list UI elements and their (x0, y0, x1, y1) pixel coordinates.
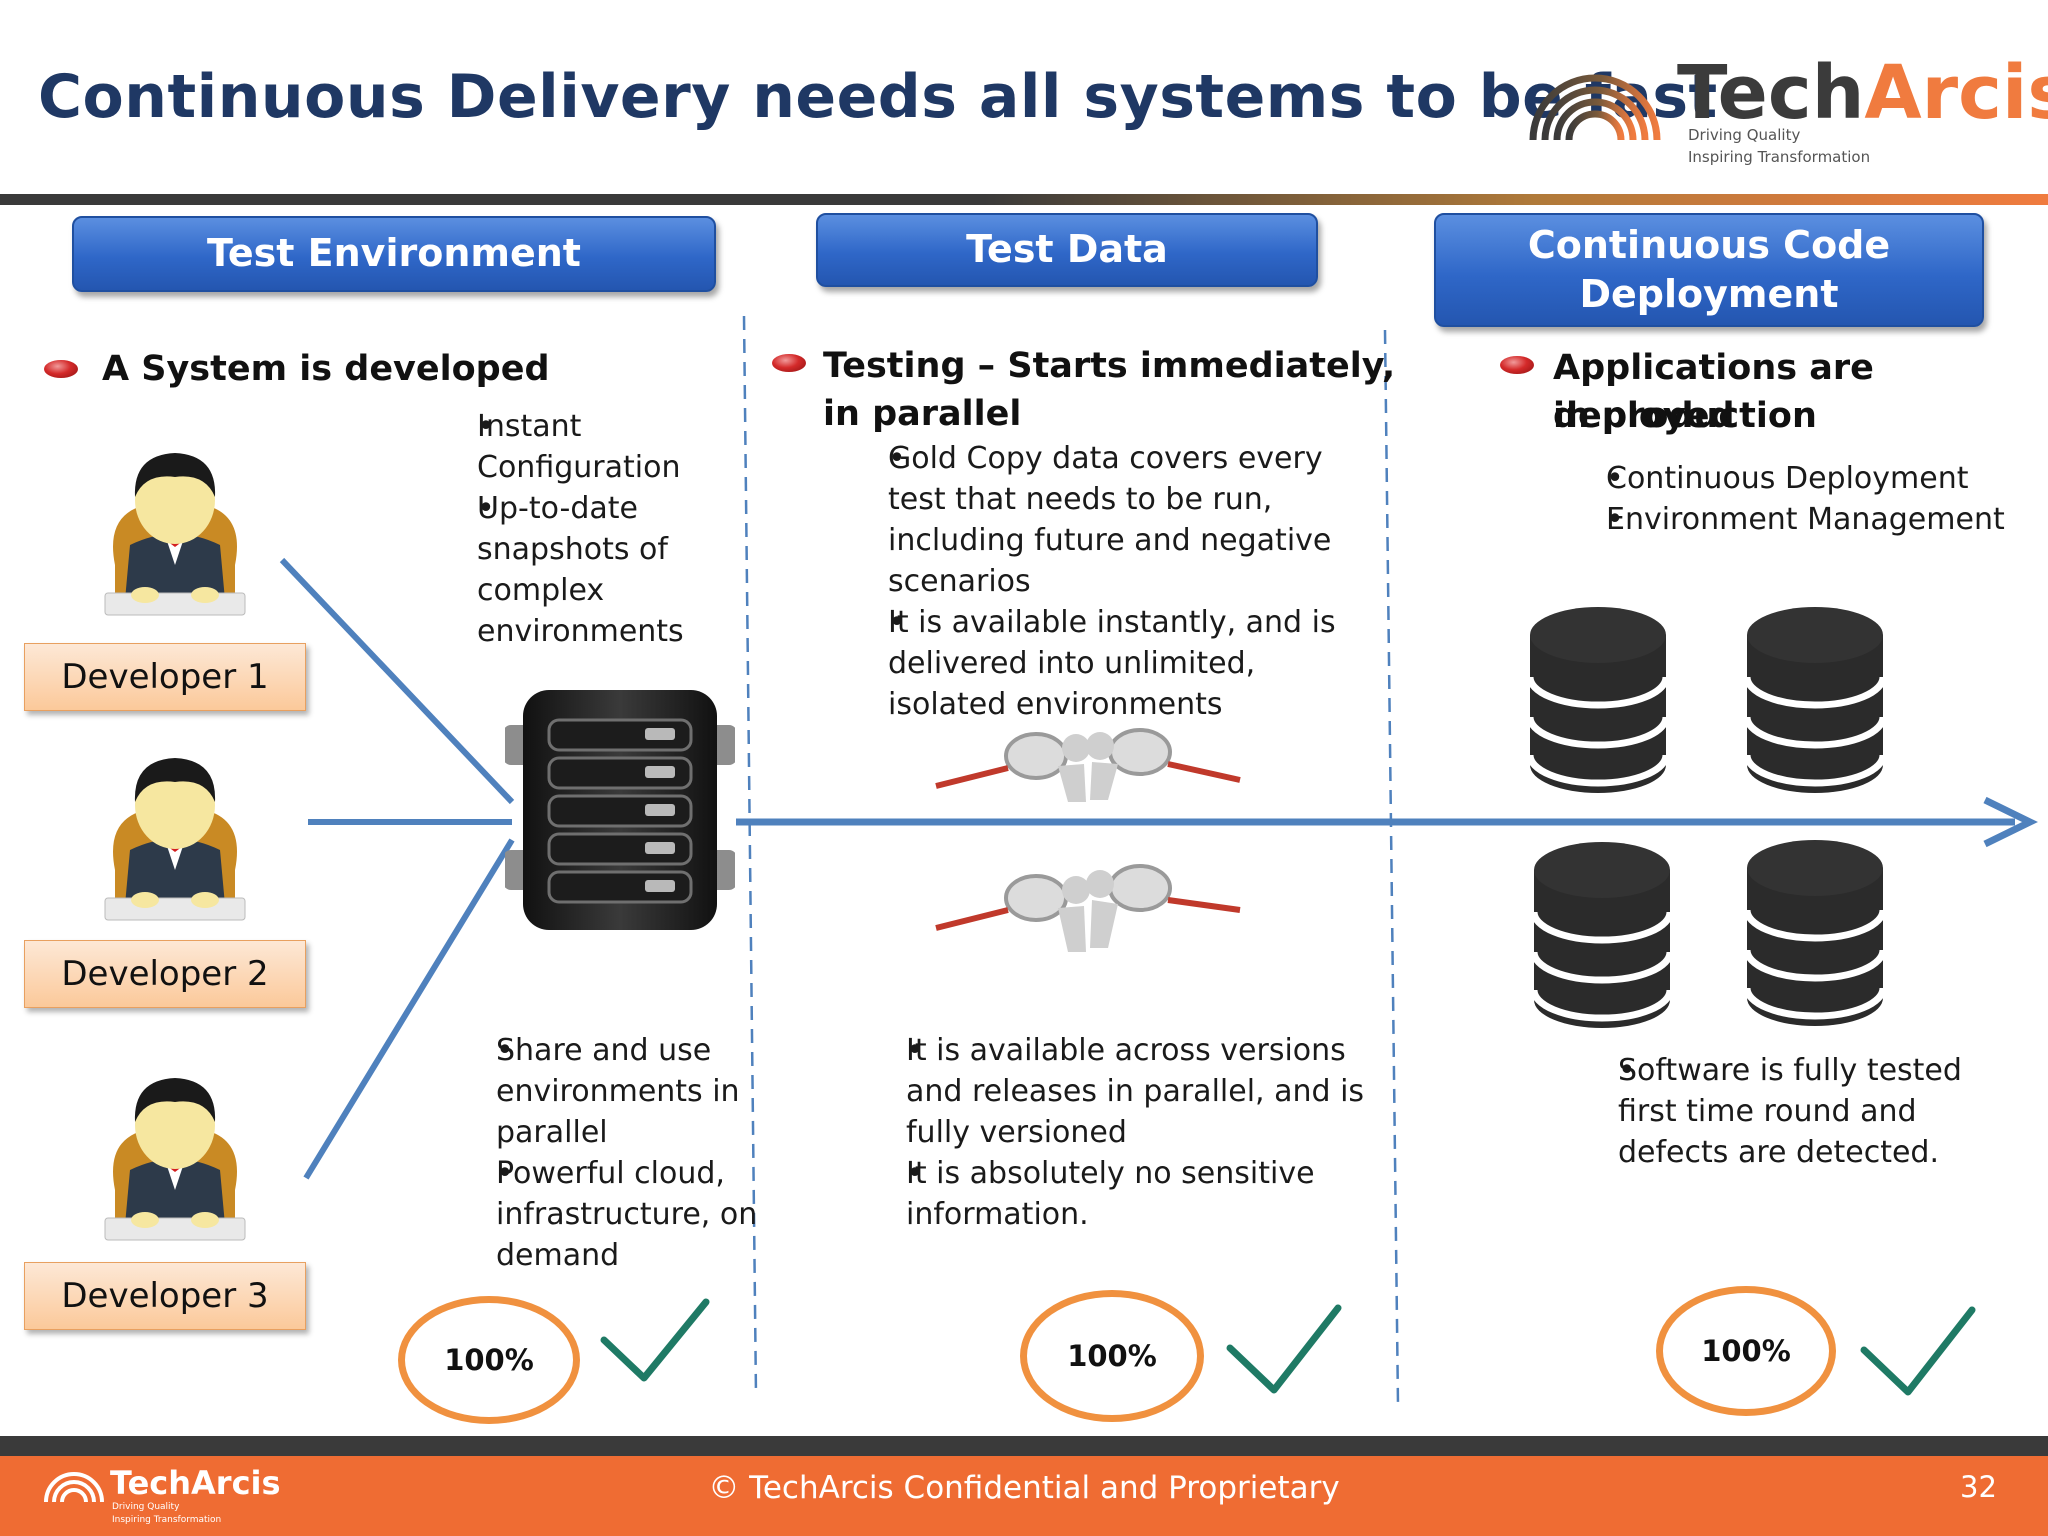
footer-logo-name-part2: Arcis (191, 1464, 281, 1502)
list-item: Gold Copy data covers every test that ne… (822, 438, 1362, 602)
developer-icon (104, 758, 246, 921)
page-number: 32 (1960, 1470, 1997, 1504)
test-environment-header: Test Environment (72, 216, 716, 292)
deployment-header-line1: Continuous Code (1527, 222, 1891, 267)
flow-arrows (279, 557, 2038, 1180)
test-environment-header-label: Test Environment (207, 231, 581, 276)
red-bullet-icon (1500, 356, 1534, 374)
logo-arc-icon (1529, 74, 1661, 141)
separator-2 (1383, 329, 1400, 1406)
data-bullets-bottom: It is available across versions and rele… (840, 1030, 1380, 1235)
environment-bullets-top: Instant Configuration Up-to-date snapsho… (412, 406, 712, 652)
data-bullets-top: Gold Copy data covers every test that ne… (822, 438, 1362, 725)
developer-1-label: Developer 1 (24, 643, 306, 711)
list-item: Software is fully tested first time roun… (1552, 1050, 2012, 1173)
test-data-header: Test Data (816, 213, 1318, 287)
footer-bar (0, 1436, 2048, 1536)
environment-bullets-bottom: Share and use environments in parallel P… (430, 1030, 760, 1276)
logo-name-part2: Arcis (1864, 50, 2048, 136)
data-heading-line1: Testing – Starts immediately, (823, 346, 1396, 386)
environment-heading: A System is developed (102, 349, 550, 389)
deployment-header-line2: Deployment (1579, 272, 1839, 316)
main-flow-arrow-head (1983, 796, 2038, 848)
developer-2-label: Developer 2 (24, 940, 306, 1008)
test-data-header-label: Test Data (966, 227, 1168, 272)
footer-logo: TechArcis Driving Quality Inspiring Tran… (44, 1464, 284, 1528)
list-item: Continuous Deployment (1540, 458, 2020, 499)
list-item: It is available across versions and rele… (840, 1030, 1380, 1153)
flow-line-developer-3 (303, 838, 515, 1180)
checkmark-icon (1226, 1304, 1342, 1394)
logo-tagline-2: Inspiring Transformation (1688, 148, 1871, 166)
deployment-completion-badge: 100% (1656, 1286, 1836, 1416)
deployment-heading-line1: Applications are deployed (1553, 348, 1874, 436)
list-item: It is absolutely no sensitive informatio… (840, 1153, 1380, 1235)
database-icon (1745, 607, 1885, 793)
red-bullet-icon (772, 354, 806, 372)
flow-line-developer-1 (279, 557, 515, 805)
deployment-bullets-bottom: Software is fully tested first time roun… (1552, 1050, 2012, 1173)
footer-copyright: © TechArcis Confidential and Proprietary (708, 1470, 1340, 1506)
list-item: It is available instantly, and is delive… (822, 602, 1362, 725)
continuous-code-deployment-header: Continuous Code Deployment (1434, 213, 1984, 327)
list-item: Powerful cloud, infrastructure, on deman… (430, 1153, 760, 1276)
data-completion-badge: 100% (1020, 1290, 1204, 1422)
techarcis-logo: TechArcis Driving Quality Inspiring Tran… (1525, 50, 2048, 172)
list-item: Up-to-date snapshots of complex environm… (412, 488, 712, 652)
database-icon (1528, 607, 1668, 793)
magnifier-figure-icon (935, 728, 1241, 802)
data-heading-line2: in parallel (823, 394, 1022, 434)
title-divider (0, 194, 2048, 205)
list-item: Share and use environments in parallel (430, 1030, 760, 1153)
checkmark-icon (1860, 1306, 1976, 1396)
list-item: Environment Management (1540, 499, 2020, 540)
logo-tagline-1: Driving Quality (1688, 126, 1801, 144)
database-icon (1745, 840, 1885, 1026)
footer-logo-tagline-2: Inspiring Transformation (112, 1515, 222, 1525)
checkmark-icon (600, 1298, 710, 1382)
footer-logo-name-part1: Tech (110, 1464, 192, 1502)
magnifier-figure-icon (935, 864, 1241, 952)
slide-title: Continuous Delivery needs all systems to… (38, 62, 1718, 132)
deployment-heading-line2: in production (1553, 396, 1817, 436)
server-icon (505, 690, 735, 930)
developer-icon (104, 453, 246, 616)
environment-completion-badge: 100% (398, 1296, 580, 1424)
footer-logo-arc-icon (44, 1472, 104, 1502)
footer-logo-tagline-1: Driving Quality (112, 1502, 180, 1512)
database-icon (1532, 842, 1672, 1028)
developer-icon (104, 1078, 246, 1241)
red-bullet-icon (44, 360, 78, 378)
deployment-bullets-top: Continuous Deployment Environment Manage… (1540, 458, 2020, 540)
developer-3-label: Developer 3 (24, 1262, 306, 1330)
list-item: Instant Configuration (412, 406, 712, 488)
logo-name-part1: Tech (1677, 50, 1865, 136)
